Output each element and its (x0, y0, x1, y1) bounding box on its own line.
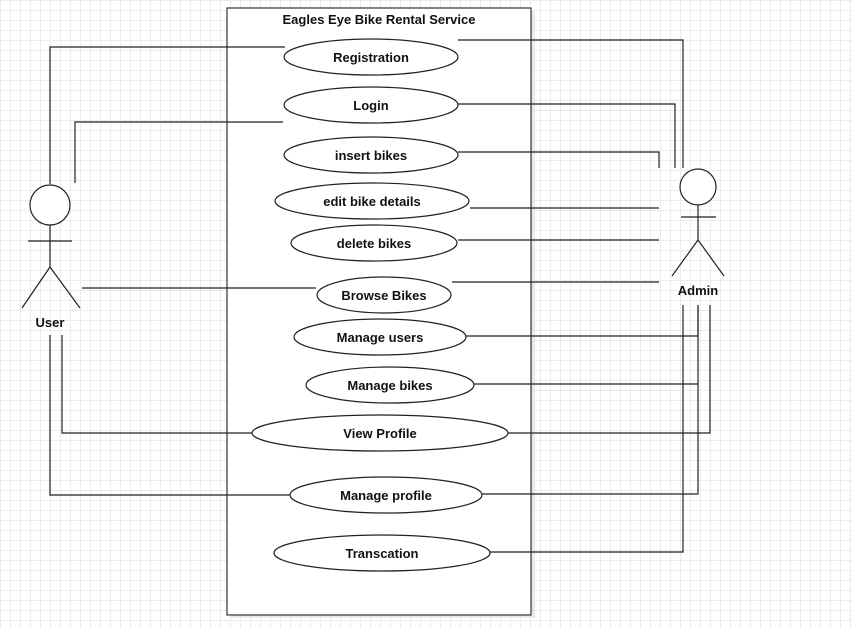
use-case-ellipse (251, 414, 509, 452)
line-user-manage-profile (49, 335, 290, 496)
use-case-ellipse (290, 224, 458, 262)
line-admin-login (458, 103, 676, 168)
use-case-ellipse (305, 366, 475, 404)
use-case-manage-users: Manage users (293, 318, 467, 356)
use-case-view-profile: View Profile (251, 414, 509, 452)
use-case-ellipse (283, 136, 459, 174)
use-case-edit-bike-details: edit bike details (274, 182, 470, 220)
use-case-manage-profile: Manage profile (289, 476, 483, 514)
use-case-label: Manage users (337, 330, 424, 345)
stick-figure-icon (21, 184, 81, 309)
use-case-registration: Registration (283, 38, 459, 76)
use-case-label: Transcation (346, 546, 419, 561)
use-case-label: Registration (333, 50, 409, 65)
line-user-registration (49, 46, 285, 184)
line-user-view-profile (61, 335, 252, 434)
actor-user: User (21, 184, 81, 330)
use-case-label: insert bikes (335, 148, 407, 163)
use-case-ellipse (289, 476, 483, 514)
use-case-label: Manage bikes (347, 378, 432, 393)
use-case-ellipse (293, 318, 467, 356)
use-case-ellipse (273, 534, 491, 572)
line-admin-transcation (490, 305, 684, 553)
use-case-ellipse (316, 276, 452, 314)
associations (49, 39, 711, 553)
stick-figure-icon (671, 168, 725, 277)
actor-admin: Admin (671, 168, 725, 298)
line-admin-view-profile (508, 305, 711, 434)
use-case-insert-bikes: insert bikes (283, 136, 459, 174)
use-case-label: Manage profile (340, 488, 432, 503)
use-case-ellipse (283, 38, 459, 76)
line-admin-manage-profile (482, 305, 699, 495)
use-case-label: View Profile (343, 426, 416, 441)
use-case-label: delete bikes (337, 236, 411, 251)
actor-user-label: User (36, 315, 65, 330)
actor-admin-label: Admin (678, 283, 719, 298)
use-case-transcation: Transcation (273, 534, 491, 572)
system-title: Eagles Eye Bike Rental Service (283, 12, 476, 27)
line-admin-registration (458, 39, 684, 168)
use-case-browse-bikes: Browse Bikes (316, 276, 452, 314)
line-admin-insert-bikes (458, 151, 660, 168)
use-case-label: Login (353, 98, 388, 113)
use-case-label: Browse Bikes (341, 288, 426, 303)
line-user-login (74, 121, 283, 183)
use-case-label: edit bike details (323, 194, 421, 209)
use-case-manage-bikes: Manage bikes (305, 366, 475, 404)
use-case-ellipse (283, 86, 459, 124)
use-case-login: Login (283, 86, 459, 124)
use-case-delete-bikes: delete bikes (290, 224, 458, 262)
use-case-ellipse (274, 182, 470, 220)
